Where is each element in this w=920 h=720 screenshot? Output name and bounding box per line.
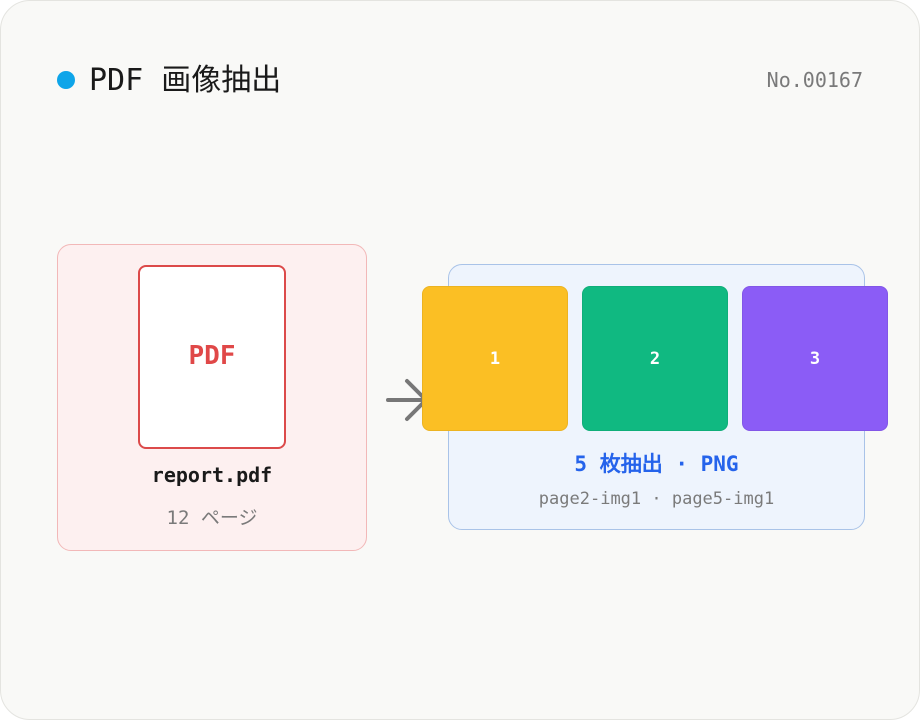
thumbnail-label: 3 (809, 348, 821, 369)
source-panel: PDF report.pdf 12 ページ (57, 244, 367, 551)
extracted-file-list: page2-img1 · page5-img1 (538, 489, 775, 509)
thumbnail-label: 2 (649, 348, 661, 369)
source-file-name: report.pdf (151, 463, 273, 487)
extracted-image-thumbnail[interactable]: 3 (742, 286, 888, 431)
source-page-count: 12 ページ (166, 507, 258, 529)
page-title: PDF 画像抽出 (89, 63, 282, 98)
status-dot-icon (57, 71, 75, 89)
document-number: No.00167 (766, 68, 863, 92)
extracted-image-thumbnail[interactable]: 1 (422, 286, 568, 431)
extraction-summary: 5 枚抽出 · PNG (574, 452, 739, 476)
pdf-document-icon: PDF (138, 265, 286, 449)
thumbnail-label: 1 (489, 348, 501, 369)
pdf-document-label: PDF (188, 341, 236, 371)
extracted-image-thumbnail[interactable]: 2 (582, 286, 728, 431)
